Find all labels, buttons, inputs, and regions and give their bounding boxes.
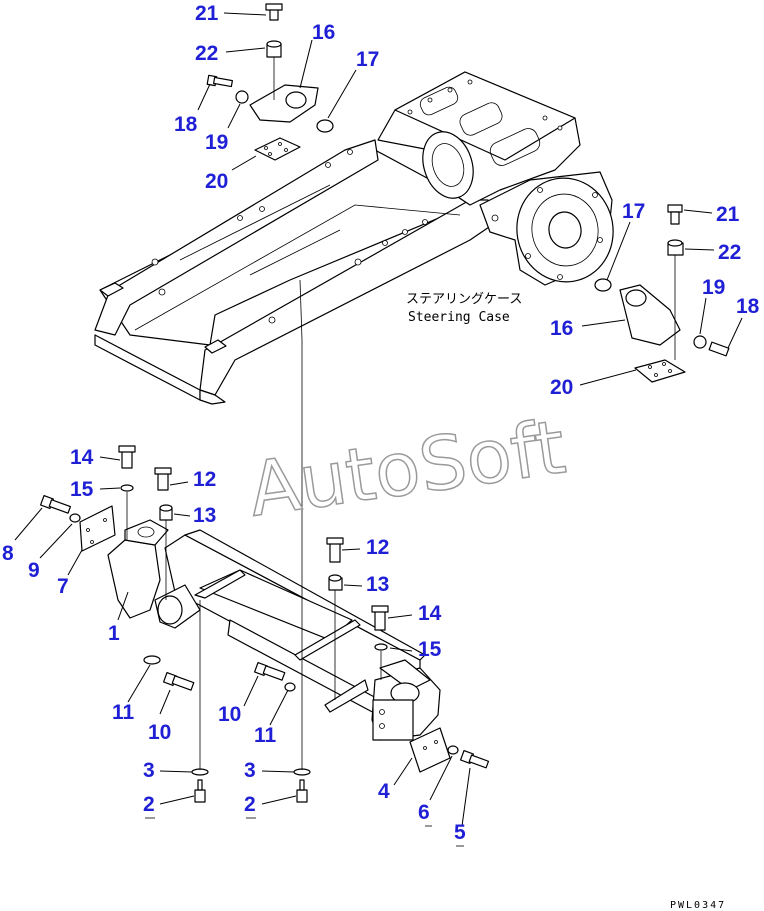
watermark: AutoSoft (244, 404, 571, 533)
callout-19-right: 19 (702, 276, 725, 299)
callout-12-left: 12 (193, 468, 216, 491)
axle-support (107, 519, 441, 741)
callout-15-mid: 15 (418, 638, 442, 661)
callout-3-mid: 3 (244, 759, 256, 782)
callout-7: 7 (57, 575, 69, 598)
callout-20-top: 20 (205, 170, 228, 193)
callout-13-left: 13 (193, 504, 216, 527)
callout-18-right: 18 (736, 295, 760, 318)
callout-17-top: 17 (356, 48, 379, 71)
callout-12-mid: 12 (366, 536, 389, 559)
callout-20-right: 20 (550, 376, 573, 399)
callout-1: 1 (108, 622, 120, 645)
callout-13-mid: 13 (366, 573, 389, 596)
callout-17-right: 17 (622, 200, 645, 223)
callout-underlines (145, 817, 464, 847)
steering-case-jp-label: ステアリングケース (406, 292, 522, 307)
assembly-lines (126, 57, 676, 770)
callout-10-mid: 10 (218, 703, 241, 726)
callout-3-left: 3 (143, 759, 155, 782)
callout-6: 6 (418, 801, 430, 824)
drawing-code: PWL0347 (670, 900, 726, 911)
callout-16-top: 16 (312, 21, 335, 44)
callout-22-top: 22 (195, 42, 218, 65)
callout-11-mid: 11 (254, 724, 277, 747)
callout-21-top: 21 (195, 2, 219, 25)
callout-21-right: 21 (716, 203, 740, 226)
callout-15-left: 15 (70, 478, 94, 501)
callout-11-left: 11 (112, 701, 135, 724)
frame-bolt-holes (151, 79, 603, 324)
callout-4: 4 (378, 780, 390, 803)
callout-14-mid: 14 (418, 602, 442, 625)
steering-case-en-label: Steering Case (408, 310, 510, 325)
callout-5: 5 (454, 821, 466, 844)
callout-14-left: 14 (70, 446, 94, 469)
callout-8: 8 (2, 542, 14, 565)
callout-9: 9 (28, 559, 40, 582)
callout-18-top: 18 (174, 113, 198, 136)
callout-2-mid: 2 (244, 793, 256, 816)
callout-10-left: 10 (148, 721, 171, 744)
callout-numbers: 21 22 16 17 18 19 20 17 21 22 19 18 16 2… (2, 2, 760, 844)
callout-16-right: 16 (550, 317, 573, 340)
callout-19-top: 19 (205, 131, 228, 154)
callout-2-left: 2 (143, 793, 155, 816)
main-frame (94, 71, 614, 405)
leader-lines (14, 12, 743, 827)
small-parts (39, 3, 730, 803)
callout-22-right: 22 (718, 241, 741, 264)
